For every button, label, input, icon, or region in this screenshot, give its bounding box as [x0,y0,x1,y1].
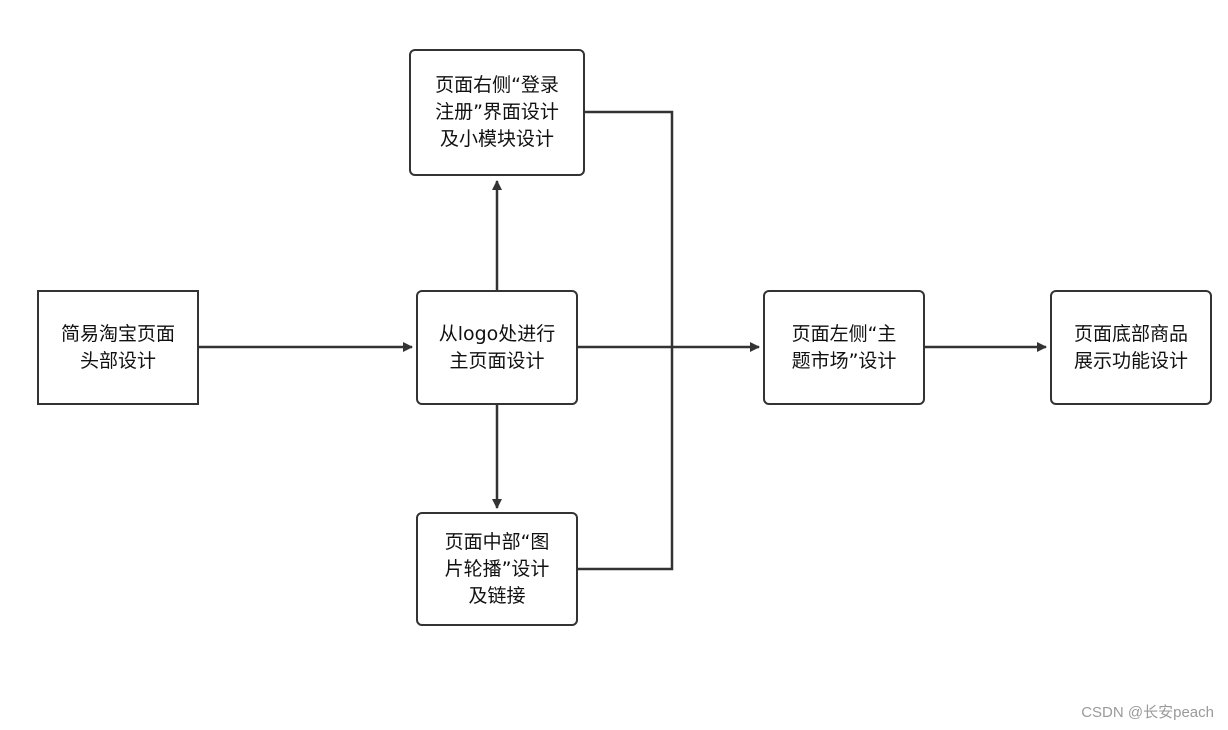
node-text-line: 及小模块设计 [439,128,554,150]
node-text-line: 头部设计 [79,349,156,372]
node-bottom-product-display-design: 页面底部商品 展示功能设计 [1050,290,1212,405]
node-text-line: 从logo处进行 [438,322,556,345]
watermark: CSDN @长安peach [1081,704,1214,721]
node-text-line: 页面左侧“主 [791,322,897,345]
node-text-line: 题市场”设计 [791,349,897,372]
node-text-line: 简易淘宝页面 [60,322,175,345]
node-text-line: 展示功能设计 [1073,349,1188,372]
node-text-line: 页面右侧“登录 [435,74,559,96]
node-text-line: 注册”界面设计 [435,101,559,123]
node-taobao-header-design: 简易淘宝页面 头部设计 [37,290,199,405]
node-text-line: 主页面设计 [449,349,545,372]
node-text-line: 页面中部“图 [444,530,550,553]
node-text-line: 片轮播”设计 [444,557,550,580]
node-text-line: 及链接 [468,584,526,607]
node-middle-carousel-design: 页面中部“图 片轮播”设计 及链接 [416,512,578,626]
edge-middle-to-merge [578,347,674,571]
edge-right-to-merge [585,110,674,347]
node-left-theme-market-design: 页面左侧“主 题市场”设计 [763,290,925,405]
node-right-login-register-design: 页面右侧“登录 注册”界面设计 及小模块设计 [409,49,585,176]
node-logo-main-page-design: 从logo处进行 主页面设计 [416,290,578,405]
node-text-line: 页面底部商品 [1073,322,1188,345]
